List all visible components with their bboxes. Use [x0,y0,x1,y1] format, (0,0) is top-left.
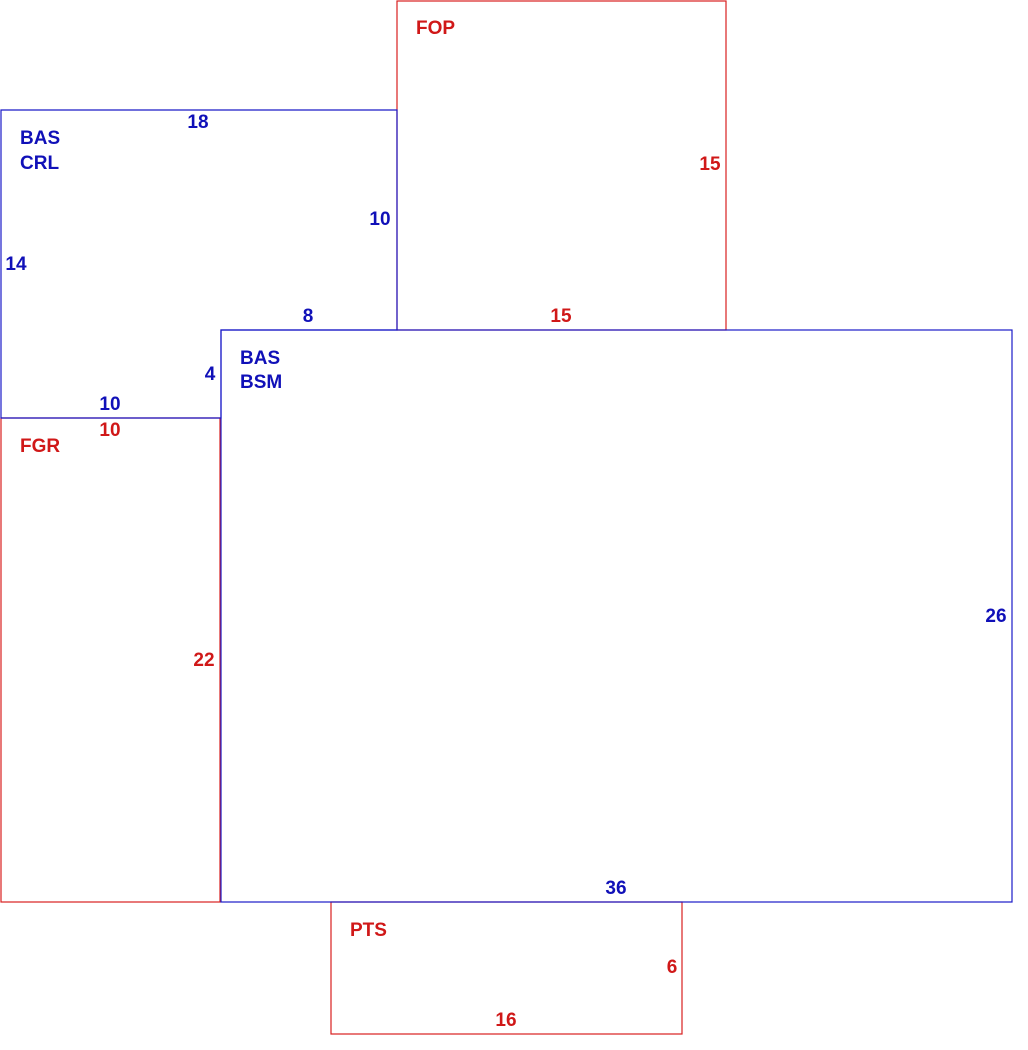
fop-right-dimension: 15 [699,154,721,175]
fgr-area-label: FGR [20,436,60,457]
bas-crl-area-subcode: CRL [20,153,59,174]
crl-step-dimension: 8 [303,306,314,327]
bas-crl-area-outline [0,109,398,419]
fop-bottom-dimension: 15 [550,306,572,327]
bsm-right-dimension: 26 [985,606,1006,627]
bas-bsm-area-outline [220,329,1013,903]
crl-left-dimension: 14 [5,254,27,275]
fop-area-label: FOP [416,18,455,39]
crl-right-dimension: 10 [369,209,390,230]
bas-bsm-area-subcode: BSM [240,372,282,393]
fgr-area-outline [0,417,221,903]
crl-top-dimension: 18 [187,112,208,133]
pts-bottom-dimension: 16 [495,1010,516,1031]
bsm-bottom-dimension: 36 [605,878,626,899]
fgr-right-dimension: 22 [193,650,214,671]
fgr-top-dimension: 10 [99,420,120,441]
fop-area-outline [396,0,727,331]
crl-bottom-dimension: 10 [99,394,120,415]
pts-area-label: PTS [350,920,387,941]
pts-right-dimension: 6 [667,957,678,978]
bas-crl-area-code: BAS [20,128,60,149]
crl-step-side-dimension: 4 [205,364,216,385]
bas-bsm-area-code: BAS [240,348,280,369]
